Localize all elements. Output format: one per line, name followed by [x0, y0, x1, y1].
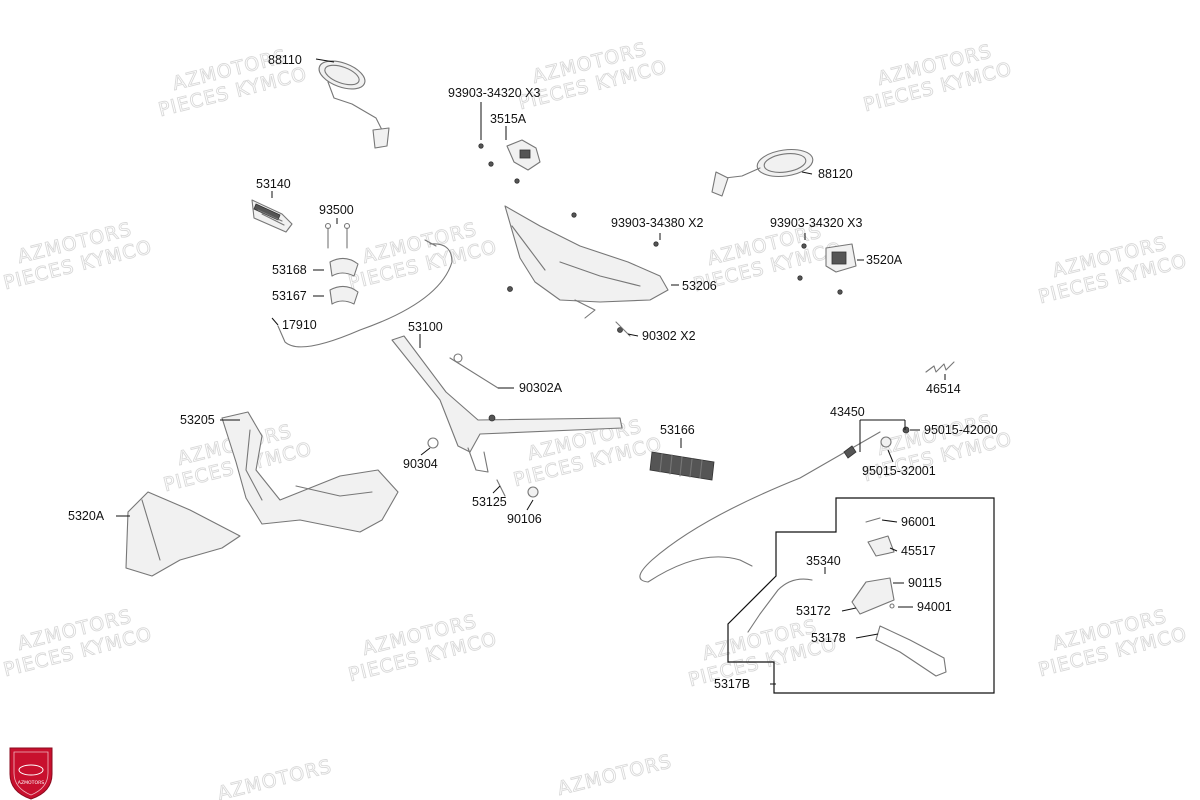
windshield — [125, 491, 241, 577]
label-53140: 53140 — [256, 177, 291, 191]
label-90302A: 90302A — [519, 381, 563, 395]
azmotors-logo: AZMOTORS — [9, 747, 53, 800]
label-35340: 35340 — [806, 554, 841, 568]
label-93903-34380-x2: 93903-34380 X2 — [611, 216, 703, 230]
label-93903-34320-x3-left: 93903-34320 X3 — [448, 86, 540, 100]
assembly-box-5317B — [727, 497, 995, 694]
label-5320A: 5320A — [68, 509, 105, 523]
label-95015-42000: 95015-42000 — [924, 423, 998, 437]
logo-text: AZMOTORS — [18, 780, 44, 786]
label-5317B: 5317B — [714, 677, 750, 691]
nuts-bolts — [496, 321, 910, 498]
label-94001: 94001 — [917, 600, 952, 614]
label-3515A: 3515A — [490, 112, 527, 126]
label-90106: 90106 — [507, 512, 542, 526]
clamps — [329, 257, 359, 305]
label-90304: 90304 — [403, 457, 438, 471]
label-3520A: 3520A — [866, 253, 903, 267]
label-53125: 53125 — [472, 495, 507, 509]
label-45517: 45517 — [901, 544, 936, 558]
label-53172: 53172 — [796, 604, 831, 618]
label-43450: 43450 — [830, 405, 865, 419]
handle-cover-rear — [504, 205, 669, 333]
label-53166: 53166 — [660, 423, 695, 437]
switch-right — [797, 243, 857, 295]
label-93903-34320-x3-right: 93903-34320 X3 — [770, 216, 862, 230]
grip-left — [251, 199, 293, 233]
label-90115: 90115 — [908, 576, 942, 590]
cable-17910 — [277, 239, 453, 348]
spring-46514 — [925, 361, 955, 373]
label-95015-32001: 95015-32001 — [862, 464, 936, 478]
mirror-left — [318, 60, 390, 149]
brake-lever-assembly — [747, 517, 947, 677]
label-53100: 53100 — [408, 320, 443, 334]
screws-93500 — [324, 222, 351, 249]
handlebar — [391, 335, 623, 473]
label-46514: 46514 — [926, 382, 961, 396]
watermark-line1: AZMOTORS — [555, 750, 674, 800]
label-53206: 53206 — [682, 279, 717, 293]
label-88110: 88110 — [268, 53, 302, 67]
label-93500: 93500 — [319, 203, 354, 217]
switch-left — [478, 139, 541, 184]
label-53167: 53167 — [272, 289, 307, 303]
label-88120: 88120 — [818, 167, 853, 181]
brake-cable — [639, 431, 881, 583]
label-53178: 53178 — [811, 631, 846, 645]
label-53205: 53205 — [180, 413, 215, 427]
leader-lines — [116, 58, 946, 685]
mirror-right — [711, 148, 814, 197]
part-labels: 88110 93903-34320 X3 3515A 88120 53140 9… — [68, 53, 998, 691]
label-53168: 53168 — [272, 263, 307, 277]
watermark-line1: AZMOTORS — [215, 755, 334, 800]
label-90302-x2: 90302 X2 — [642, 329, 696, 343]
label-17910: 17910 — [282, 318, 317, 332]
grip-right — [649, 451, 715, 481]
label-96001: 96001 — [901, 515, 936, 529]
handle-cover-front — [221, 411, 399, 533]
